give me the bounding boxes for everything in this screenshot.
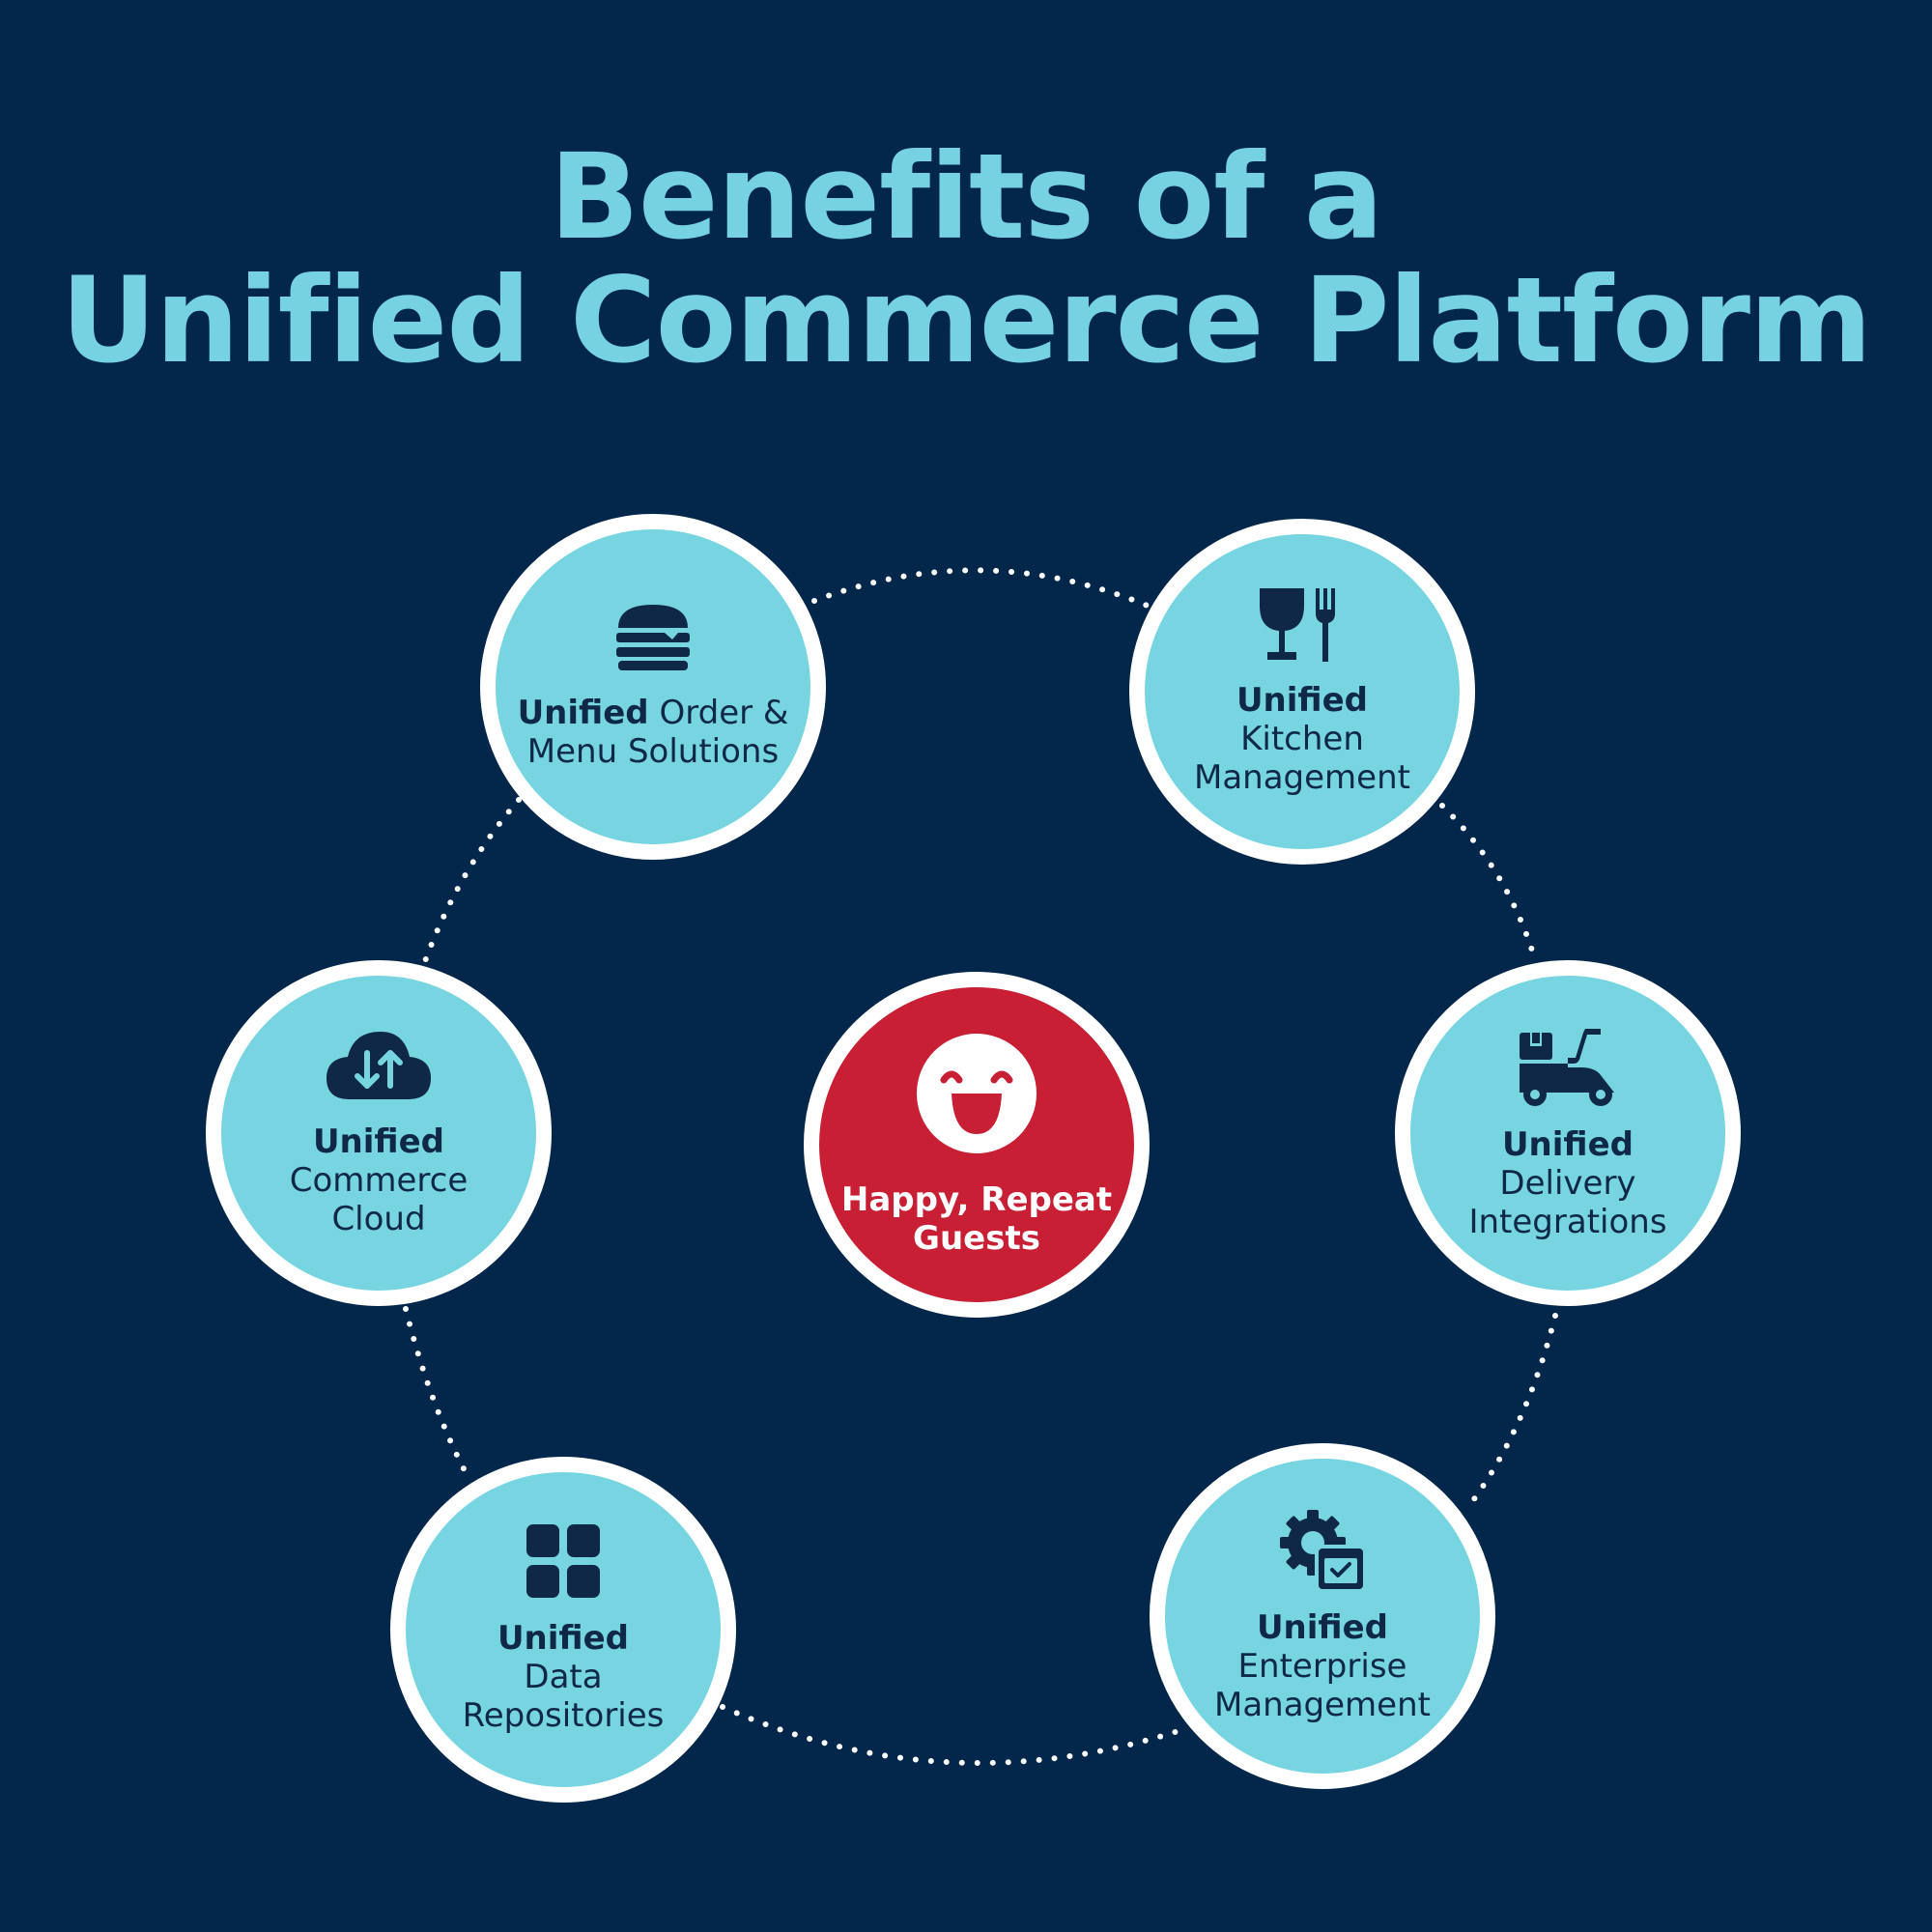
node-enterprise-bold: Unified: [1256, 1608, 1389, 1647]
title-line-2: Unified Commerce Platform: [60, 252, 1872, 389]
node-order-menu-line2: Menu Solutions: [526, 732, 780, 771]
smiley-face-icon: [917, 1034, 1037, 1153]
node-cloud-bold: Unified: [312, 1122, 445, 1161]
page-title: Benefits of a Unified Commerce Platform: [0, 135, 1932, 383]
cloud-sync-icon: [327, 1032, 431, 1099]
connector-lower-right: [1465, 1313, 1558, 1510]
node-cloud-line2: Commerce: [289, 1161, 469, 1200]
node-order-menu-rest: Order &: [648, 694, 789, 732]
wine-glass-fork-icon: [1260, 588, 1335, 662]
connector-upper-right: [1439, 803, 1537, 959]
node-enterprise-line2: Enterprise: [1237, 1647, 1407, 1686]
node-kitchen-line2: Kitchen: [1240, 720, 1364, 758]
connector-top: [811, 567, 1157, 611]
node-kitchen-bold: Unified: [1236, 681, 1369, 720]
node-data-bold: Unified: [497, 1619, 630, 1658]
node-order-menu: Unified Order & Menu Solutions: [480, 514, 826, 860]
node-delivery-bold: Unified: [1501, 1125, 1634, 1164]
gear-checkbox-icon: [1280, 1510, 1365, 1591]
center-line-1: Happy, Repeat: [840, 1180, 1113, 1219]
connector-bottom: [720, 1704, 1187, 1766]
scooter-icon: [1520, 1029, 1614, 1106]
node-delivery-integrations: Unified Delivery Integrations: [1395, 960, 1741, 1306]
node-kitchen-management: Unified Kitchen Management: [1129, 519, 1475, 865]
node-order-menu-bold: Unified: [517, 694, 649, 732]
node-delivery-line3: Integrations: [1468, 1203, 1667, 1241]
connector-upper-left: [422, 797, 522, 964]
grid-squares-icon: [526, 1524, 600, 1598]
node-kitchen-line3: Management: [1194, 758, 1410, 797]
node-data-repositories: Unified Data Repositories: [390, 1457, 736, 1803]
node-cloud-line3: Cloud: [331, 1200, 426, 1238]
node-enterprise-line3: Management: [1214, 1686, 1431, 1724]
node-data-line3: Repositories: [462, 1696, 665, 1735]
node-data-line2: Data: [524, 1658, 603, 1696]
node-delivery-line2: Delivery: [1499, 1164, 1636, 1203]
node-enterprise-management: Unified Enterprise Management: [1150, 1443, 1495, 1789]
connector-lower-left: [403, 1306, 471, 1481]
center-node-happy-guests: Happy, Repeat Guests: [804, 972, 1150, 1318]
burger-icon: [616, 605, 690, 670]
center-line-2: Guests: [913, 1219, 1040, 1258]
title-line-1: Benefits of a: [549, 128, 1383, 266]
node-commerce-cloud: Unified Commerce Cloud: [206, 960, 552, 1306]
